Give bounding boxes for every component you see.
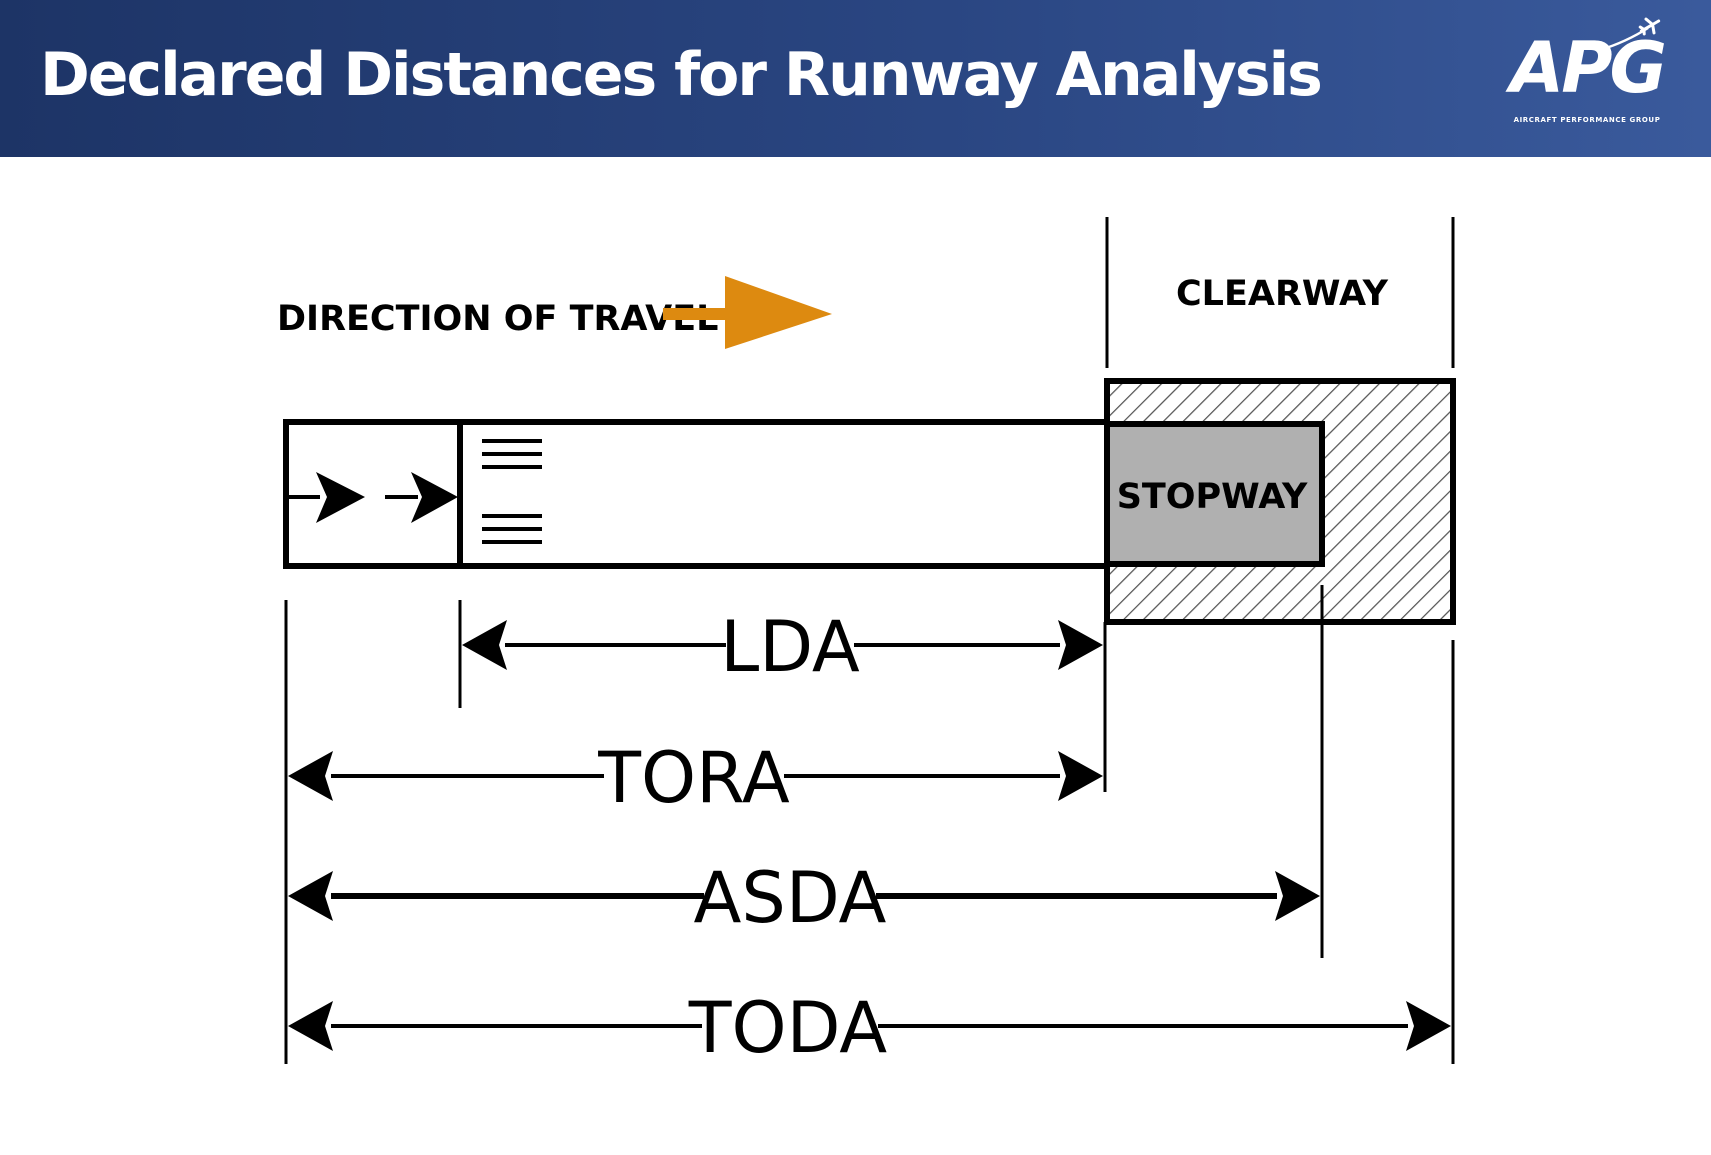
direction-of-travel-label: DIRECTION OF TRAVEL xyxy=(277,299,718,339)
toda-dimension-line: TODA xyxy=(288,987,1451,1069)
logo-text: APG xyxy=(1510,27,1667,109)
runway-diagram: DIRECTION OF TRAVEL CLEARWAY STOPWAY xyxy=(277,217,1456,1069)
chevron-arrow-icon xyxy=(288,472,365,523)
clearway-label: CLEARWAY xyxy=(1176,274,1389,314)
asda-dimension-line: ASDA xyxy=(288,857,1320,939)
logo-subtitle: AIRCRAFT PERFORMANCE GROUP xyxy=(1513,116,1661,124)
tora-dimension-line: TORA xyxy=(288,737,1103,819)
asda-label: ASDA xyxy=(694,857,887,939)
page-title: Declared Distances for Runway Analysis xyxy=(40,40,1323,110)
stopway-area xyxy=(1104,421,1325,567)
runway-strip xyxy=(283,419,1110,569)
stopway-label: STOPWAY xyxy=(1117,477,1308,517)
threshold-marking-bars xyxy=(482,439,542,544)
orange-right-arrow-icon xyxy=(663,276,832,349)
lda-label: LDA xyxy=(720,606,860,688)
header-banner: Declared Distances for Runway Analysis A… xyxy=(0,0,1711,157)
tora-label: TORA xyxy=(597,737,790,819)
apg-logo: APG AIRCRAFT PERFORMANCE GROUP xyxy=(1496,12,1678,132)
chevron-arrow-icon xyxy=(385,472,458,523)
airplane-icon xyxy=(1599,17,1661,52)
lda-dimension-line: LDA xyxy=(462,606,1103,688)
toda-label: TODA xyxy=(688,987,888,1069)
